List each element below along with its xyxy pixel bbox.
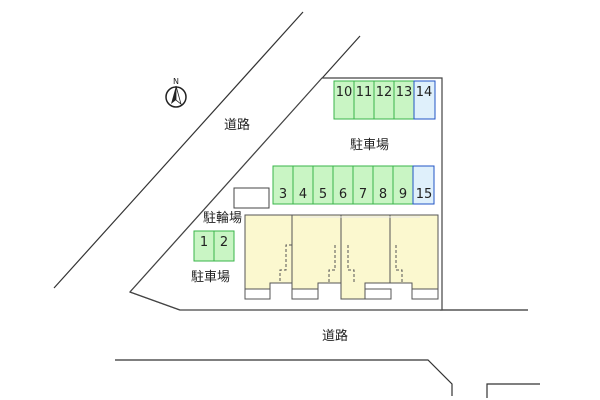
bicycle-parking-label: 駐輪場 [203, 210, 242, 226]
parking-row-left: 1 2 [193, 230, 235, 262]
road-label: 道路 [322, 328, 348, 344]
parking-space-number: 6 [339, 187, 347, 202]
parking-label: 駐車場 [191, 270, 230, 285]
parking-label: 駐車場 [350, 138, 389, 153]
stair-outline [347, 245, 355, 283]
parking-space-number: 7 [359, 187, 367, 202]
road-label: 道路 [224, 117, 250, 133]
parking-row-top: 10 11 12 13 14 [333, 80, 436, 120]
parking-space-number: 15 [416, 187, 433, 202]
porch [291, 288, 319, 300]
road-edge-line [486, 383, 540, 398]
parking-space-number: 13 [396, 85, 413, 100]
porch [411, 288, 439, 300]
stair-outline [279, 244, 292, 283]
parking-space-number: 8 [379, 187, 387, 202]
porch [244, 288, 271, 300]
parking-space-number: 3 [279, 187, 287, 202]
parking-space-number: 11 [356, 85, 373, 100]
parking-space [213, 230, 235, 262]
parking-space-number: 4 [299, 187, 307, 202]
parking-space-highlighted [412, 165, 435, 205]
north-arrow-icon: N [165, 77, 187, 108]
parking-space-number: 12 [376, 85, 393, 100]
parking-space-number: 14 [416, 85, 433, 100]
parking-space-number: 1 [200, 235, 208, 250]
stair-outline [328, 245, 336, 283]
parking-space-number: 2 [220, 235, 228, 250]
north-label: N [173, 77, 179, 86]
parking-space-number: 5 [319, 187, 327, 202]
stair-outline [395, 245, 403, 283]
parking-space-number: 10 [336, 85, 353, 100]
parking-row-middle: 3 4 5 6 7 8 9 15 [272, 165, 435, 205]
road-edge-line [53, 11, 304, 289]
bicycle-parking-area [233, 187, 270, 209]
porch [364, 288, 392, 300]
building [244, 214, 439, 300]
road-edge-line [115, 359, 453, 396]
parking-space-number: 9 [399, 187, 407, 202]
parking-space-highlighted [413, 80, 436, 120]
